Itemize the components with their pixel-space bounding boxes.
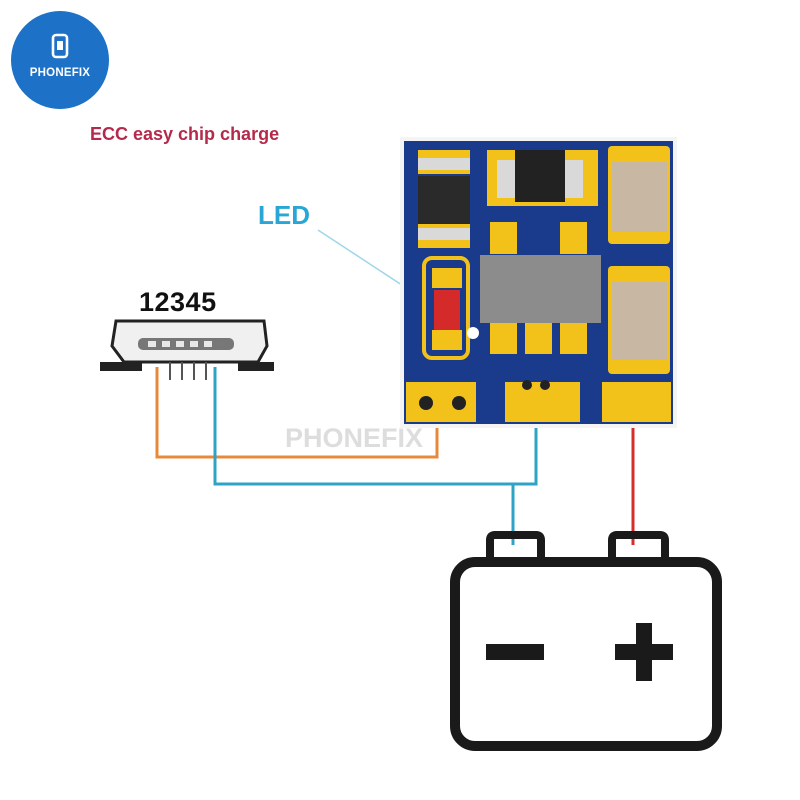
phone-tool-icon <box>51 33 69 59</box>
ecc-chip-board <box>400 137 677 428</box>
blue-wire-usb <box>213 367 538 486</box>
usb-pin-numbers: 12345 <box>139 287 217 317</box>
battery-negative-symbol <box>486 644 544 660</box>
micro-usb-connector-icon <box>100 319 274 380</box>
battery-positive-symbol-v <box>636 623 652 681</box>
led-outline <box>422 256 470 360</box>
brand-logo: PHONEFIX <box>11 11 109 109</box>
led-component <box>434 290 460 330</box>
brand-logo-text: PHONEFIX <box>29 67 91 79</box>
watermark: PHONEFIX <box>285 423 424 453</box>
battery-icon <box>450 531 722 751</box>
orange-wire <box>155 367 439 459</box>
diagram-title: ECC easy chip charge <box>90 124 280 144</box>
led-label: LED <box>258 200 310 230</box>
